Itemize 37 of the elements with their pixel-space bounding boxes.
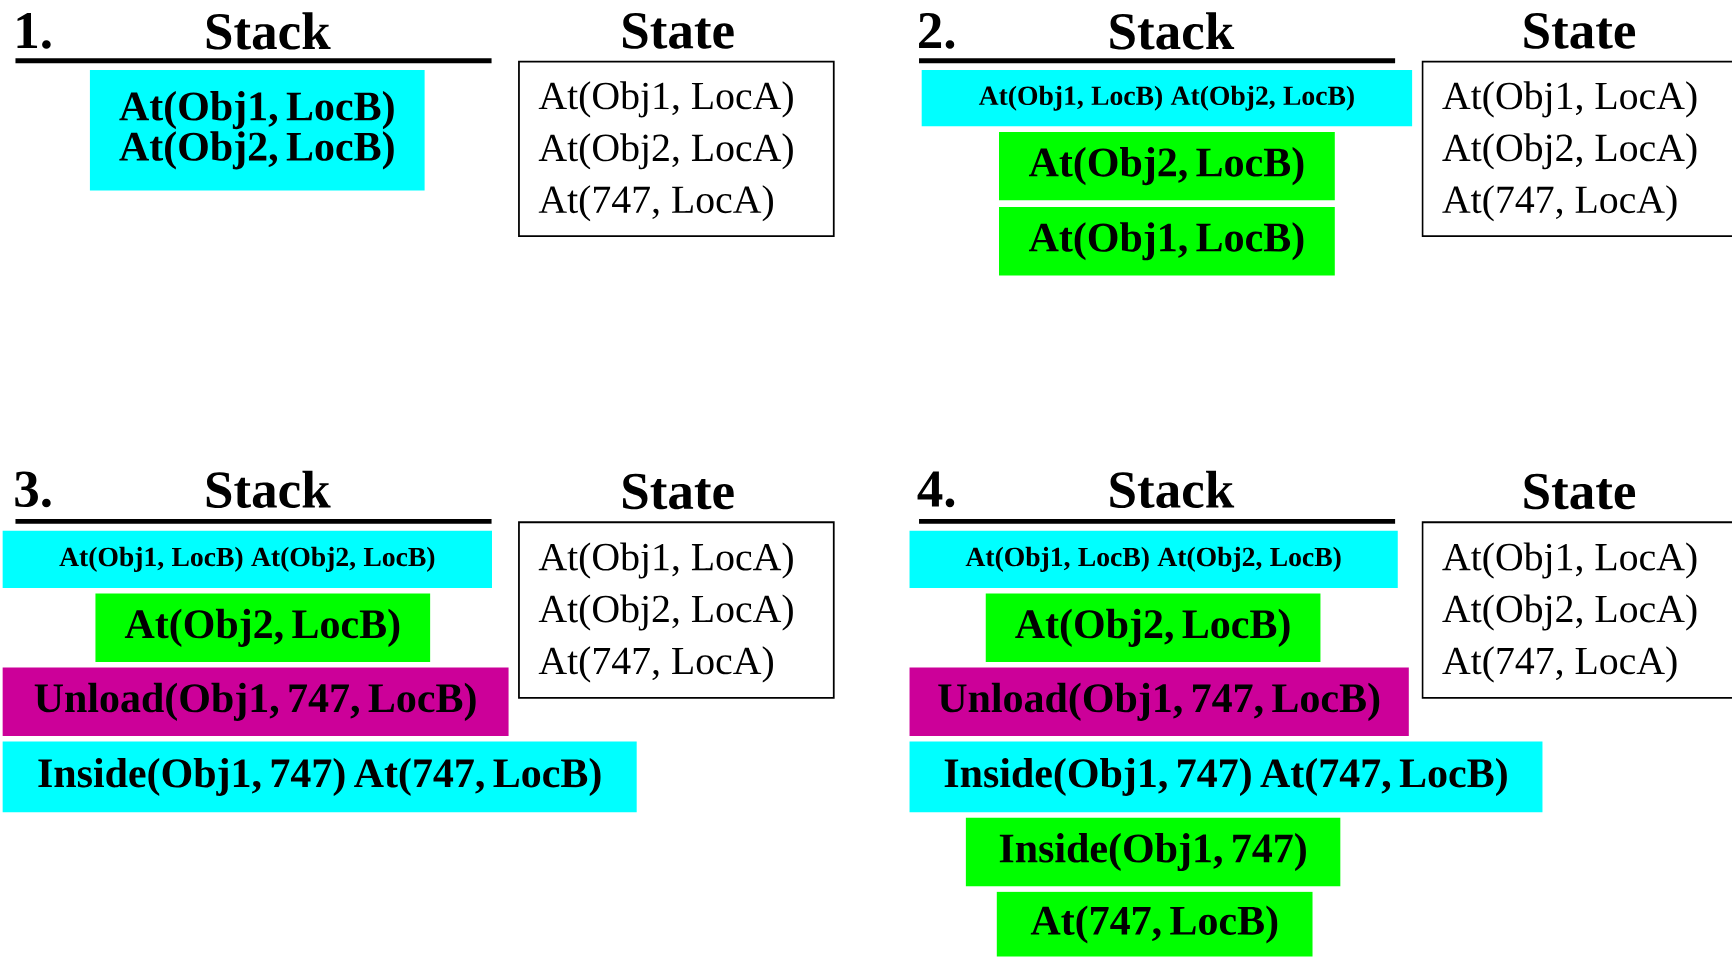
heading: Stack xyxy=(1110,12,1235,50)
stack-box: Unload(Obj1, 747, LocB) xyxy=(909,667,1409,737)
stack-box: At(Obj1, LocB) At(Obj2, LocB) xyxy=(909,530,1398,589)
state-fact: At(Obj2, LocA) xyxy=(1442,133,1697,170)
state-fact: At(747, LocA) xyxy=(1442,185,1677,222)
state-fact: At(Obj2, LocA) xyxy=(1442,594,1697,631)
panel-number: 2. xyxy=(919,13,955,50)
stack-box: At(Obj2, LocB) xyxy=(985,593,1321,663)
state-fact: At(Obj1, LocA) xyxy=(1442,81,1697,118)
stack-box: Unload(Obj1, 747, LocB) xyxy=(2,667,509,737)
panel-number: 4. xyxy=(917,471,955,508)
panel-number: 1. xyxy=(17,13,51,50)
stack-box: Inside(Obj1, 747) xyxy=(965,818,1341,887)
stack-box: Inside(Obj1, 747) At(747, LocB) xyxy=(909,741,1543,813)
stack-box: At(Obj1, LocB) At(Obj2, LocB) xyxy=(921,70,1413,127)
heading: State xyxy=(1524,13,1636,49)
state-fact: At(Obj2, LocA) xyxy=(538,594,793,631)
state-fact: At(Obj2, LocA) xyxy=(538,133,793,170)
heading: Stack xyxy=(1110,470,1235,509)
state-fact: At(747, LocA) xyxy=(1442,646,1677,683)
panel-number: 3. xyxy=(15,471,51,508)
stack-box: At(Obj2, LocB) xyxy=(95,593,431,663)
stack-box: At(747, LocB) xyxy=(996,892,1313,957)
stack-box: Inside(Obj1, 747) At(747, LocB) xyxy=(2,741,637,813)
state-fact: At(Obj1, LocA) xyxy=(1442,542,1697,579)
state-fact: At(747, LocA) xyxy=(538,185,773,222)
heading: State xyxy=(1524,473,1636,510)
stack-box: At(Obj1, LocB) At(Obj2, LocB) xyxy=(2,530,492,589)
heading: State xyxy=(623,473,734,510)
state-fact: At(747, LocA) xyxy=(538,646,773,683)
heading: State xyxy=(623,13,734,49)
stack-box: At(Obj2, LocB) xyxy=(999,132,1335,201)
stack-box: At(Obj1, LocB) At(Obj2, LocB) xyxy=(89,70,425,191)
heading: Stack xyxy=(206,470,331,509)
state-fact: At(Obj1, LocA) xyxy=(538,542,793,579)
stack-box: At(Obj1, LocB) xyxy=(999,207,1335,276)
state-fact: At(Obj1, LocA) xyxy=(538,81,793,118)
